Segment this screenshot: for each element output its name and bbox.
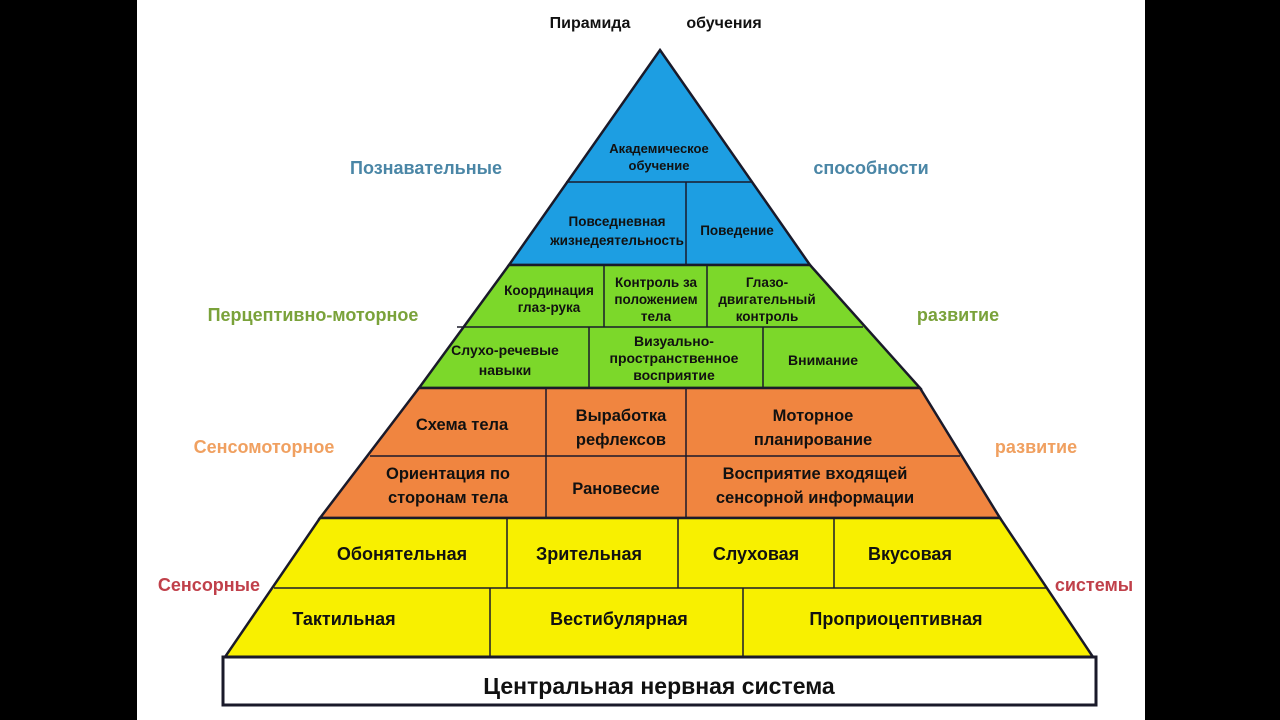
- cell-attention: Внимание: [788, 352, 858, 368]
- cell-line: обучение: [629, 158, 690, 173]
- cell-hand-eye: Координация глаз-рука: [504, 283, 594, 315]
- cell-line: Повседневная: [569, 214, 666, 229]
- cell-balance: Рановесие: [572, 480, 659, 498]
- side-label-sensorimotor-right: развитие: [995, 437, 1077, 457]
- title-left: Пирамида: [550, 15, 631, 32]
- cell-line: Вкусовая: [868, 544, 952, 564]
- side-label-cognitive-left: Познавательные: [350, 158, 502, 178]
- cell-line: Поведение: [700, 223, 774, 238]
- cell-line: пространственное: [610, 350, 739, 366]
- cell-line: Контроль за: [615, 275, 698, 290]
- cell-line: жизнедеятельность: [549, 233, 684, 248]
- cell-gustatory: Вкусовая: [868, 544, 952, 564]
- side-label-sensory-right: системы: [1055, 575, 1133, 595]
- cell-line: сторонам тела: [388, 489, 509, 507]
- title-right: обучения: [686, 15, 761, 32]
- cell-line: Ориентация по: [386, 465, 510, 483]
- side-label-sensory-left: Сенсорные: [158, 575, 260, 595]
- cell-auditory-speech: Слухо-речевые навыки: [451, 342, 559, 378]
- cell-reflexes: Выработка рефлексов: [576, 407, 667, 449]
- side-label-cognitive-right: способности: [813, 158, 928, 178]
- cell-line: Моторное: [773, 407, 854, 425]
- cell-proprioceptive: Проприоцептивная: [809, 609, 982, 629]
- cell-line: сенсорной информации: [716, 489, 914, 507]
- side-label-sensorimotor-left: Сенсомоторное: [194, 437, 335, 457]
- cell-posture-control: Контроль за положением тела: [614, 275, 697, 324]
- cell-line: Слуховая: [713, 544, 799, 564]
- cell-auditory: Слуховая: [713, 544, 799, 564]
- cell-line: Координация: [504, 283, 594, 298]
- cell-line: Выработка: [576, 407, 667, 425]
- cell-line: планирование: [754, 431, 872, 449]
- cell-academic-learning: Академическое обучение: [609, 141, 708, 173]
- cell-olfactory: Обонятельная: [337, 544, 467, 564]
- cell-line: восприятие: [633, 367, 715, 383]
- side-label-perceptual-left: Перцептивно-моторное: [208, 305, 419, 325]
- cell-line: Внимание: [788, 352, 858, 368]
- cell-vestibular: Вестибулярная: [550, 609, 688, 629]
- cell-line: Академическое: [609, 141, 708, 156]
- cell-line: глаз-рука: [518, 300, 581, 315]
- cell-body-sides: Ориентация по сторонам тела: [386, 465, 510, 507]
- cell-line: рефлексов: [576, 431, 666, 449]
- cell-line: двигательный: [718, 292, 815, 307]
- cell-body-schema: Схема тела: [416, 416, 509, 434]
- cell-line: Обонятельная: [337, 544, 467, 564]
- cell-sensory-input: Восприятие входящей сенсорной информации: [716, 465, 914, 507]
- cell-visual: Зрительная: [536, 544, 642, 564]
- cell-line: Слухо-речевые: [451, 342, 559, 358]
- cell-motor-planning: Моторное планирование: [754, 407, 872, 449]
- cell-line: контроль: [736, 309, 799, 324]
- cns-label: Центральная нервная система: [483, 673, 835, 699]
- cell-daily-life: Повседневная жизнедеятельность: [549, 214, 684, 248]
- cell-tactile: Тактильная: [292, 609, 395, 629]
- cell-line: Рановесие: [572, 480, 659, 498]
- cell-line: Глазо-: [746, 275, 788, 290]
- cell-line: тела: [641, 309, 672, 324]
- side-label-perceptual-right: развитие: [917, 305, 999, 325]
- cell-line: Восприятие входящей: [723, 465, 908, 483]
- cell-line: Зрительная: [536, 544, 642, 564]
- cell-line: Вестибулярная: [550, 609, 688, 629]
- cell-line: Визуально-: [634, 333, 714, 349]
- cell-line: Схема тела: [416, 416, 509, 434]
- cell-oculomotor: Глазо-двигательный контроль: [718, 275, 815, 324]
- cell-line: положением: [614, 292, 697, 307]
- cell-behavior: Поведение: [700, 223, 774, 238]
- cns-base: [221, 655, 1098, 707]
- cell-line: Проприоцептивная: [809, 609, 982, 629]
- cell-line: Тактильная: [292, 609, 395, 629]
- cell-line: навыки: [479, 362, 531, 378]
